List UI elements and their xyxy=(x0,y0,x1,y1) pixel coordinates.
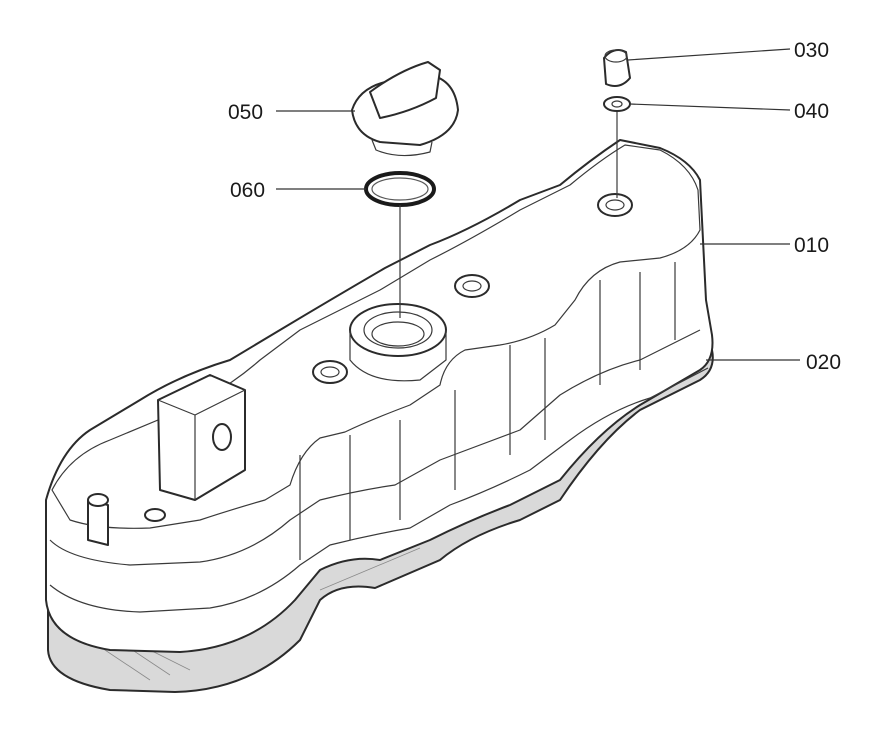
washer-040-drawing xyxy=(603,96,631,112)
cover-010-drawing xyxy=(45,139,714,653)
label-010: 010 xyxy=(794,234,829,257)
nut-030-drawing xyxy=(603,49,631,87)
o-ring-060-drawing xyxy=(364,171,436,207)
leader-040 xyxy=(629,103,791,111)
label-060: 060 xyxy=(230,179,265,202)
leader-030 xyxy=(627,48,791,61)
label-020: 020 xyxy=(806,351,841,374)
label-030: 030 xyxy=(794,39,829,62)
callout-labels: 030 040 050 060 010 020 xyxy=(228,39,841,374)
leader-lines xyxy=(276,48,800,361)
label-040: 040 xyxy=(794,100,829,123)
assembly-axes xyxy=(399,112,618,318)
cap-050-drawing xyxy=(351,61,459,157)
label-050: 050 xyxy=(228,101,263,124)
